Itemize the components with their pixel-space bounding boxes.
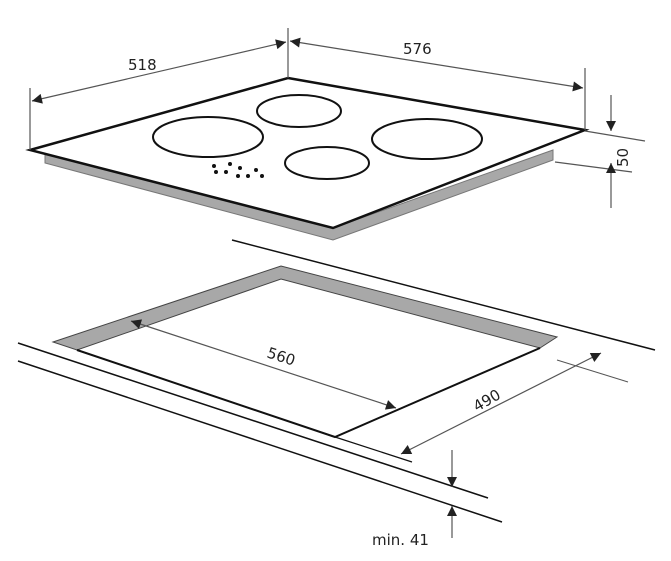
width-dimension-line bbox=[289, 37, 584, 92]
hob-dimensions bbox=[29, 28, 646, 208]
burner-top bbox=[256, 94, 342, 128]
hob-width-label: 576 bbox=[403, 40, 432, 58]
min-thickness-label: min. 41 bbox=[372, 531, 429, 549]
hob-drawing bbox=[25, 76, 590, 241]
cutout-dimensions bbox=[130, 319, 602, 538]
hob-height-label: 50 bbox=[614, 148, 632, 167]
burner-bottom bbox=[284, 146, 370, 180]
burner-left bbox=[152, 116, 264, 158]
control-buttons bbox=[212, 162, 264, 178]
burner-right bbox=[371, 118, 483, 160]
hob-glass-top bbox=[25, 76, 590, 230]
depth-dimension-line bbox=[31, 39, 287, 104]
cutout-frame bbox=[51, 265, 559, 351]
countertop-cutout bbox=[17, 239, 656, 523]
cutout-width-line bbox=[130, 319, 397, 410]
cutout-depth-line bbox=[400, 352, 602, 455]
cutout-width-label: 560 bbox=[265, 344, 298, 370]
hob-depth-label: 518 bbox=[128, 56, 157, 74]
